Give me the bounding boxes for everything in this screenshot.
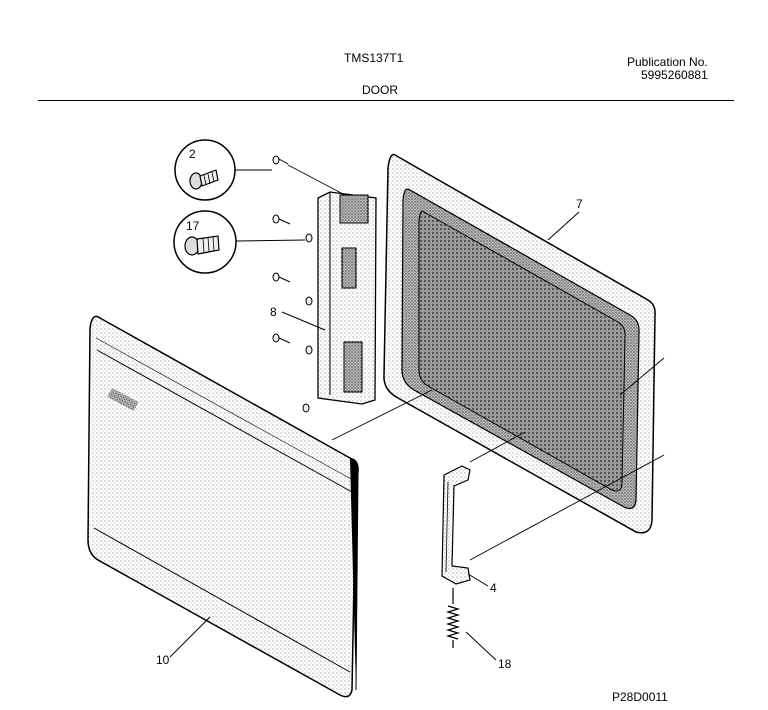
door-panel [87,315,359,698]
spring-icon [445,588,461,648]
diagram-code: P28D0011 [612,690,668,704]
publication-number: 5995260881 [641,68,708,82]
screw-label: 2 [189,147,196,161]
screw-bubble [174,139,236,201]
screw-icon [272,155,289,165]
hinge-screws [272,155,313,413]
screw-icon [305,345,313,355]
flanged-screw-callout: 17 [173,210,306,274]
door-panel-label: 10 [156,653,170,667]
hinge-label: 8 [270,305,277,319]
screw-icon [305,233,313,243]
screw-icon [189,169,219,190]
brand-plate [107,388,139,411]
hinge-bracket [287,164,377,405]
handle-label: 4 [490,581,497,595]
screw-icon [302,403,310,413]
screw-icon [272,214,291,225]
section-title: DOOR [362,83,398,97]
header-rule [38,100,734,101]
screw-icon [272,333,291,344]
spring-label: 18 [498,657,512,671]
screw-icon [272,272,291,283]
door-frame-label: 7 [576,197,583,211]
model-number: TMS137T1 [344,51,404,65]
door-frame [383,153,656,534]
screw-callout: 2 [174,139,272,201]
flanged-screw-label: 17 [186,219,200,233]
flanged-screw-icon [184,235,220,256]
publication-label: Publication No. [627,55,708,69]
latch-bar [441,465,471,585]
screw-icon [305,296,313,306]
